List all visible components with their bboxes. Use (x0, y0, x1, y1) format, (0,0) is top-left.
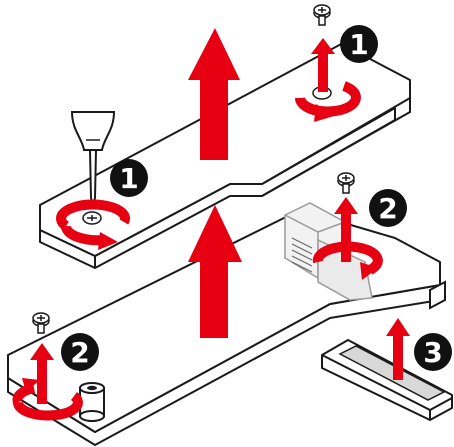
step-badge-2-left-label: 2 (70, 336, 89, 369)
step-badge-1-left-label: 1 (119, 162, 138, 195)
step-badge-3: 3 (414, 333, 452, 371)
step-badge-1-top-label: 1 (349, 28, 368, 61)
step-badge-1-top: 1 (340, 25, 378, 63)
step-badge-2-right-label: 2 (378, 192, 397, 225)
standoff-icon (80, 383, 104, 421)
step-badge-3-label: 3 (423, 336, 442, 369)
step-badge-2-left: 2 (61, 333, 99, 371)
step-badge-2-right: 2 (369, 189, 407, 227)
step-badge-1-left: 1 (110, 159, 148, 197)
